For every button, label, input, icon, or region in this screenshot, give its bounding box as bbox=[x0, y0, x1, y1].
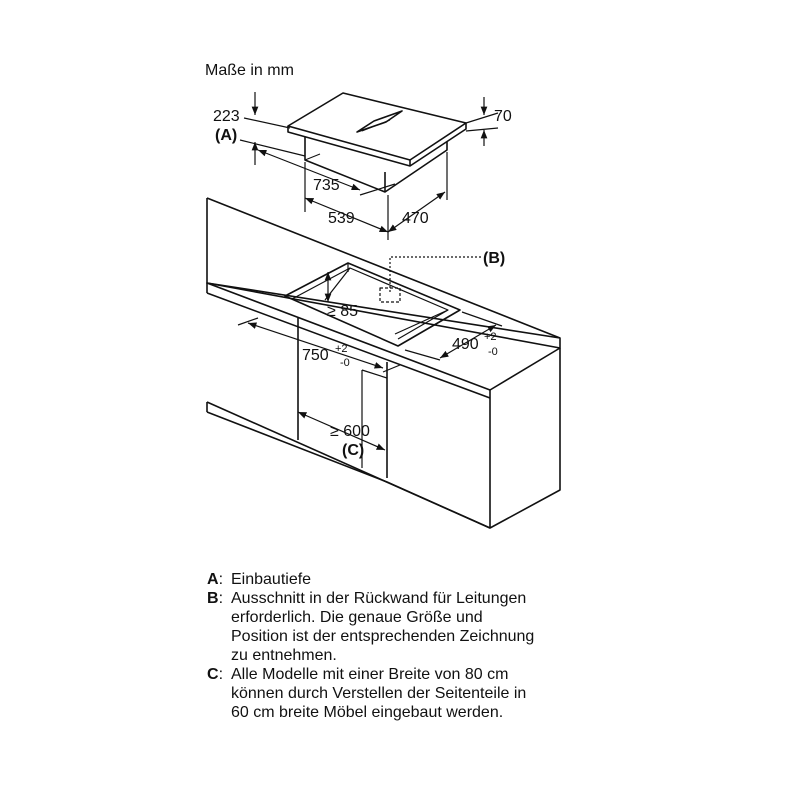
dim-total-depth: 223 bbox=[213, 108, 240, 125]
dim-cutout-depth: 490 bbox=[452, 336, 479, 353]
worktop bbox=[206, 282, 561, 391]
legend-item-a: A: Einbautiefe bbox=[207, 570, 627, 589]
legend: A: Einbautiefe B: Ausschnitt in der Rück… bbox=[207, 570, 627, 722]
cabinet-body bbox=[489, 348, 561, 529]
rear-cutout-marker: (B) bbox=[483, 250, 505, 267]
dim-hob-depth-lower: 470 bbox=[402, 210, 429, 227]
cabinet-marker: (C) bbox=[342, 442, 364, 459]
legend-key: A bbox=[207, 571, 219, 588]
dim-hob-depth-upper: 539 bbox=[328, 210, 355, 227]
legend-text: Alle Modelle mit einer Breite von 80 cm … bbox=[231, 666, 527, 721]
dim-cutout-width-sup: +2 bbox=[335, 343, 348, 355]
dim-cabinet-width: ≥ 600 bbox=[330, 423, 370, 440]
legend-item-b: B: Ausschnitt in der Rückwand für Leitun… bbox=[207, 589, 627, 665]
legend-text: Einbautiefe bbox=[231, 571, 312, 588]
hob-dimension-lines bbox=[239, 92, 499, 240]
legend-key: C bbox=[207, 666, 219, 683]
dim-total-depth-key: (A) bbox=[215, 127, 237, 144]
legend-item-c: C: Alle Modelle mit einer Breite von 80 … bbox=[207, 665, 627, 722]
worktop-drawing bbox=[206, 197, 561, 529]
dim-cutout-depth-sup: +2 bbox=[484, 331, 497, 343]
back-wall bbox=[206, 198, 561, 349]
dim-cutout-width-sub: -0 bbox=[340, 357, 350, 369]
dim-hob-width: 735 bbox=[313, 177, 340, 194]
units-label: Maße in mm bbox=[205, 62, 294, 79]
dim-min-clearance: ≥ 85 bbox=[327, 303, 358, 320]
dim-hob-height: 70 bbox=[494, 108, 512, 125]
dim-cutout-width: 750 bbox=[302, 347, 329, 364]
installation-drawing: Maße in mm 223 (A) 70 735 539 470 (B) ≥ … bbox=[205, 62, 561, 529]
legend-text: Ausschnitt in der Rückwand für Leitungen… bbox=[231, 590, 535, 664]
hob-glass-top bbox=[287, 92, 467, 161]
cutout-dimension-lines bbox=[237, 256, 503, 451]
legend-key: B bbox=[207, 590, 219, 607]
dim-cutout-depth-sub: -0 bbox=[488, 346, 498, 358]
